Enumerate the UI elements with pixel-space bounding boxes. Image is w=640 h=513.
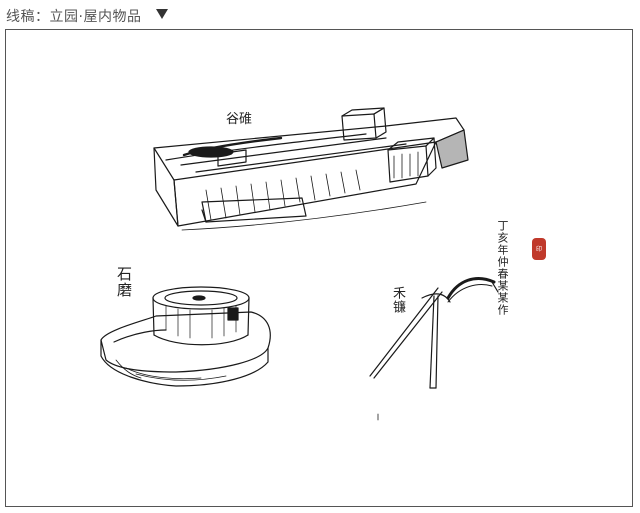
label-rice-pounder: 谷碓 (226, 112, 253, 127)
sketch-frame: 印 谷碓 石磨 禾镰 丁亥年仲春某某作 (5, 29, 633, 507)
ink-sketch: 印 (100, 107, 546, 421)
label-hoe: 禾镰 (390, 286, 405, 314)
page-title: 线稿：立园·屋内物品 (6, 9, 142, 25)
signature-text: 丁亥年仲春某某作 (496, 220, 509, 316)
red-seal-drawing: 印 (532, 238, 546, 260)
hoe-drawing (369, 277, 499, 421)
svg-text:印: 印 (536, 246, 542, 253)
label-millstone: 石磨 (115, 266, 133, 298)
millstone-drawing (100, 286, 271, 387)
rice-pounder-drawing (153, 107, 469, 231)
header-bar: 线稿：立园·屋内物品 (0, 0, 640, 28)
triangle-down-icon[interactable] (155, 7, 169, 21)
